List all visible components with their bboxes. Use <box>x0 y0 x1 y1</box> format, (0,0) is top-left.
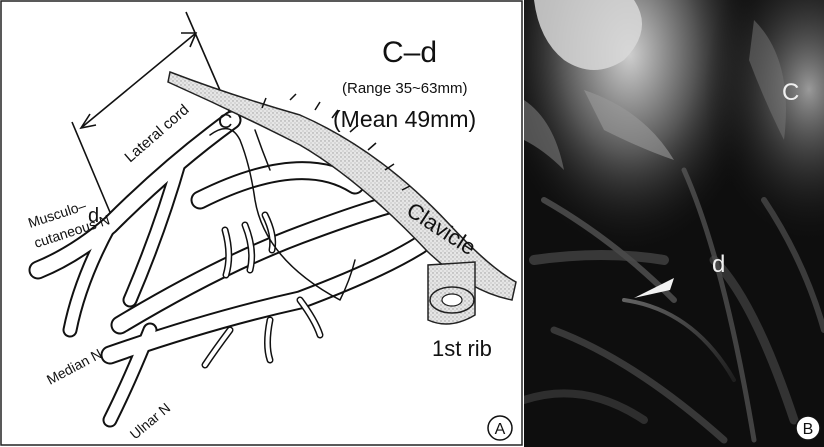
range-label: (Range 35~63mm) <box>342 80 467 97</box>
cd-title: C–d <box>382 36 437 69</box>
photo-c-label: C <box>782 79 799 106</box>
first-rib-bone <box>428 262 475 324</box>
panel-a-marker: A <box>495 421 506 438</box>
panel-b-marker: B <box>803 421 814 438</box>
first-rib-label: 1st rib <box>432 336 492 361</box>
mean-label: (Mean 49mm) <box>333 106 476 132</box>
photo-d-label: d <box>712 251 725 278</box>
point-c-label: C <box>218 111 232 133</box>
panel-a-illustration: C–d (Range 35~63mm) (Mean 49mm) C d Late… <box>0 0 524 447</box>
panel-b-photo: C d B <box>524 0 824 447</box>
